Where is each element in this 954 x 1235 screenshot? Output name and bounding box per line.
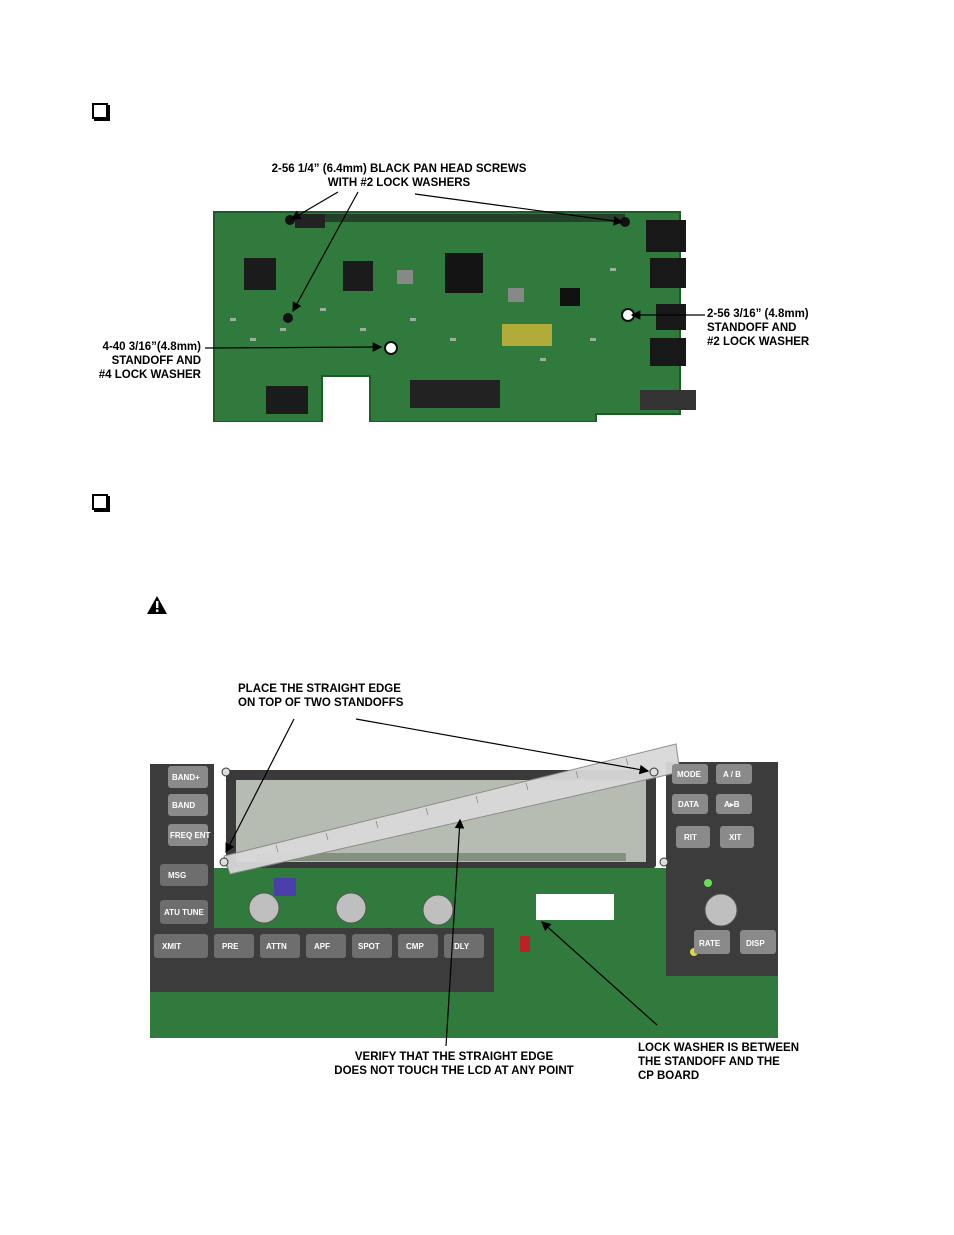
btn-msg: MSG	[168, 871, 186, 880]
btn-disp: DISP	[746, 939, 765, 948]
screws-callout: 2-56 1/4” (6.4mm) BLACK PAN HEAD SCREWS …	[271, 163, 527, 189]
btn-attn: ATTN	[266, 942, 287, 951]
btn-rate: RATE	[699, 939, 721, 948]
btn-mode: MODE	[677, 770, 702, 779]
step-2-checkbox[interactable]	[92, 494, 108, 510]
btn-cmp: CMP	[406, 942, 424, 951]
btn-a-slash-b: A / B	[723, 770, 741, 779]
btn-dly: DLY	[454, 942, 470, 951]
btn-band-plus: BAND+	[172, 773, 200, 782]
btn-band: BAND	[172, 801, 195, 810]
btn-atu-tune: ATU TUNE	[164, 908, 205, 917]
btn-pre: PRE	[222, 942, 239, 951]
btn-rit: RIT	[684, 833, 697, 842]
step1-arrows	[204, 191, 705, 352]
straight-edge-callout: PLACE THE STRAIGHT EDGE ON TOP OF TWO ST…	[238, 683, 404, 709]
standoff-right-callout: 2-56 3/16” (4.8mm) STANDOFF AND #2 LOCK …	[707, 308, 810, 348]
btn-xmit: XMIT	[162, 942, 181, 951]
standoff-left-callout: 4-40 3/16”(4.8mm) STANDOFF AND #4 LOCK W…	[98, 341, 201, 381]
warning-icon	[147, 596, 167, 614]
btn-a-to-b: A▸B	[724, 800, 740, 809]
rf-board-photo	[213, 211, 696, 422]
btn-xit: XIT	[729, 833, 742, 842]
btn-freq-ent: FREQ ENT	[170, 831, 211, 840]
step-1-checkbox[interactable]	[92, 103, 108, 119]
btn-spot: SPOT	[358, 942, 380, 951]
btn-data: DATA	[678, 800, 699, 809]
btn-apf: APF	[314, 942, 330, 951]
verify-callout: VERIFY THAT THE STRAIGHT EDGE DOES NOT T…	[334, 1051, 574, 1077]
step2-arrows	[225, 718, 658, 1047]
front-panel-photo: BAND+ BAND FREQ ENT MSG ATU TUNE XMIT PR…	[150, 743, 778, 1038]
